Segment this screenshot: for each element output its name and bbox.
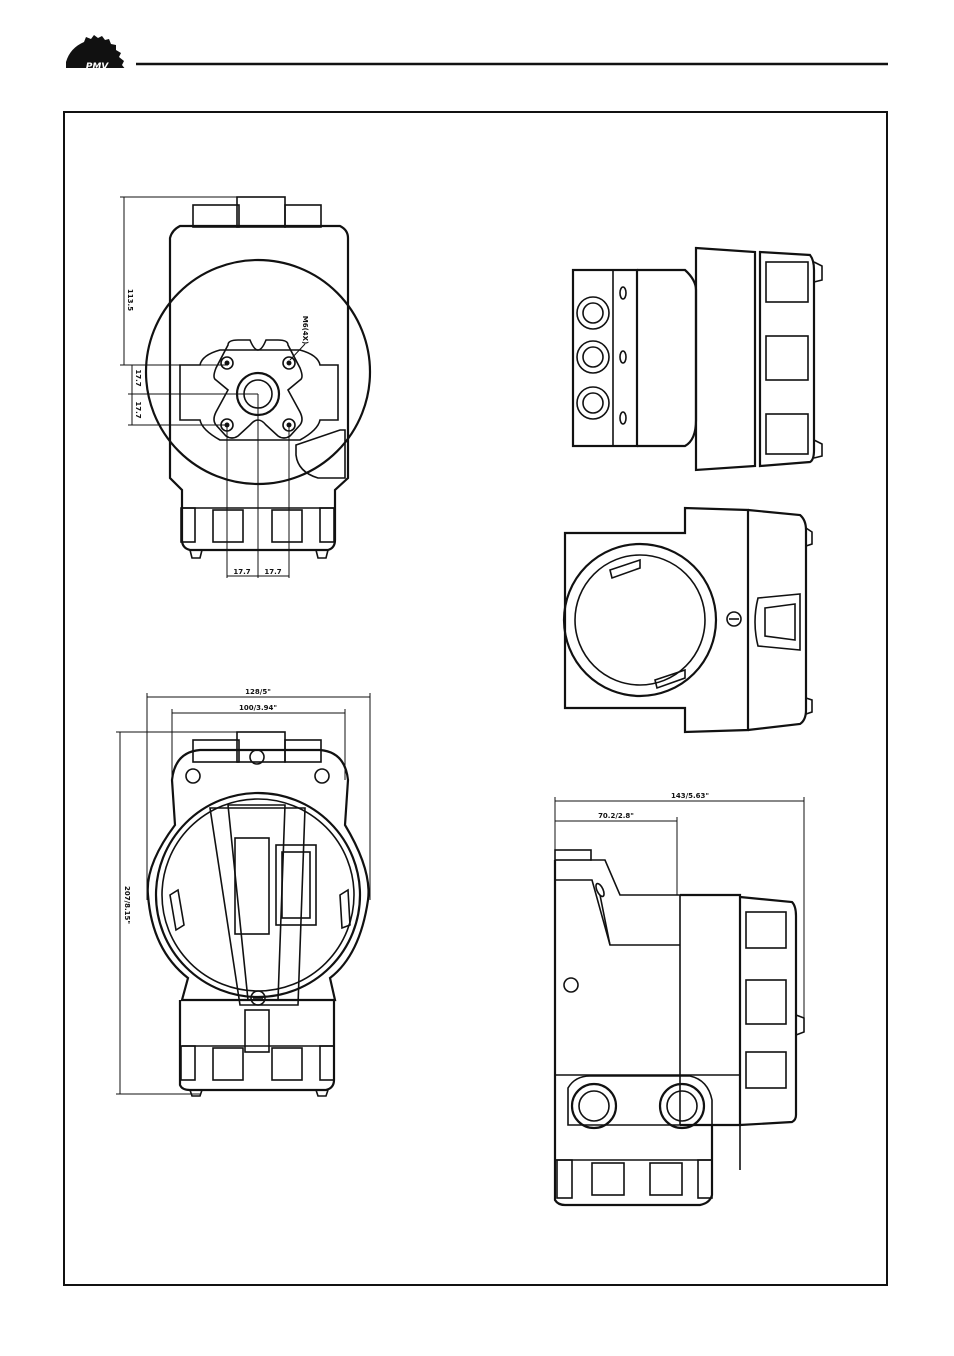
vert-spacing-a-label: 17.7 xyxy=(134,369,142,386)
side-profile-view: 143/5.63" 70.2/2.8" xyxy=(553,792,805,1207)
pmv-logo: PMV xyxy=(62,35,130,73)
top-view: 113.5 17.7 17.7 M6(4X) 17.7 17.7 xyxy=(120,196,372,578)
half-depth-label: 70.2/2.8" xyxy=(598,812,634,820)
horiz-spacing-b-label: 17.7 xyxy=(264,568,281,576)
gear-icon xyxy=(66,35,126,70)
thread-spec-label: M6(4X) xyxy=(301,316,309,345)
inner-width-label: 100/3.94" xyxy=(239,704,277,712)
back-view-opening xyxy=(562,506,813,734)
overall-height-label: 207/8.15" xyxy=(123,886,131,924)
side-view-ports xyxy=(571,246,823,472)
height-113-label: 113.5 xyxy=(126,289,134,311)
front-view-lid: 128/5" 100/3.94" 207/8.15" xyxy=(116,688,371,1097)
vert-spacing-b-label: 17.7 xyxy=(134,401,142,418)
overall-width-label: 128/5" xyxy=(245,688,271,696)
drawing-frame xyxy=(63,111,888,1286)
overall-depth-label: 143/5.63" xyxy=(671,792,709,800)
logo-text: PMV xyxy=(86,62,110,72)
horiz-spacing-a-label: 17.7 xyxy=(233,568,250,576)
